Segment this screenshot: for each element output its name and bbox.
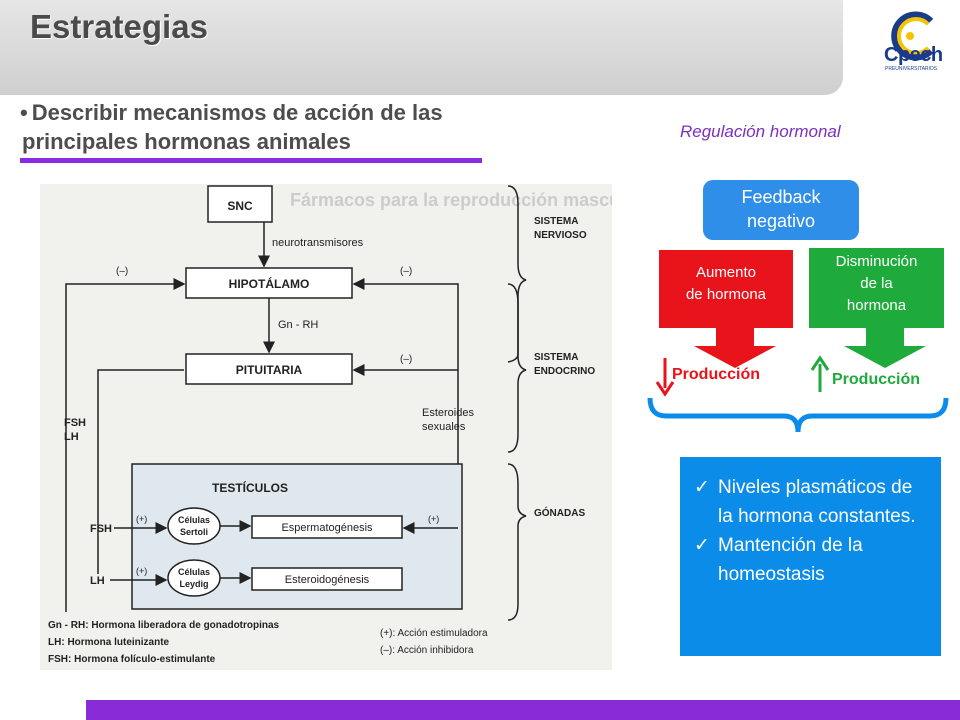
- snc-box: [207, 185, 273, 223]
- nervous-brace: [507, 185, 527, 363]
- sistema-endocrino-label-2: ENDOCRINO: [534, 366, 595, 377]
- esteroidogenesis-box: [251, 567, 403, 591]
- decrease-line-1: Disminución: [835, 253, 918, 270]
- endocrine-brace: [507, 283, 527, 453]
- leydig-label-2: Leydig: [179, 579, 208, 589]
- figure-faded-header: Fármacos para la reproducción masculina: [290, 190, 612, 210]
- decrease-line-2: de la: [860, 275, 893, 292]
- leydig-label-1: Células: [178, 567, 210, 577]
- pituitaria-label: PITUITARIA: [236, 363, 303, 377]
- minus-label-1: (–): [116, 266, 128, 277]
- bullet-icon: •: [20, 100, 28, 125]
- hormonal-axis-figure: Fármacos para la reproducción masculina …: [40, 184, 612, 670]
- plus-label-3: (+): [428, 514, 439, 524]
- legend-line-1: Gn - RH: Hormona liberadora de gonadotro…: [48, 620, 280, 631]
- bottom-accent-bar: [86, 700, 960, 720]
- feedback-negative-box: Feedback negativo: [703, 180, 859, 240]
- snc-label: SNC: [227, 199, 253, 213]
- esteroidogenesis-label: Esteroidogénesis: [285, 574, 370, 586]
- objective-text: •Describir mecanismos de acción de las p…: [20, 98, 443, 156]
- plus-label-2: (+): [136, 566, 147, 576]
- flow-arrows: [647, 328, 949, 433]
- check-icon: ✓: [694, 477, 710, 498]
- esteroides-label-1: Esteroides: [422, 407, 474, 419]
- gnrh-label: Gn - RH: [278, 319, 318, 331]
- result-box: ✓ Niveles plasmáticos de la hormona cons…: [680, 457, 941, 656]
- objective-underline: [20, 158, 482, 163]
- legend-right-1: (+): Acción estimuladora: [380, 628, 488, 639]
- minus-label-2: (–): [400, 266, 412, 277]
- neurotransmisores-label: neurotransmisores: [272, 237, 364, 249]
- right-outer-loop: [352, 278, 459, 484]
- feedback-title-line-2: negativo: [746, 211, 816, 231]
- pituitaria-box: [185, 353, 353, 385]
- logo-name: Cpech: [884, 44, 943, 66]
- sistema-nervioso-label-1: SISTEMA: [534, 216, 578, 227]
- legend-right-2: (–): Acción inhibidora: [380, 645, 474, 656]
- fsh-lh-label-1: FSH: [64, 417, 86, 429]
- fsh-lh-label-2: LH: [64, 431, 79, 443]
- production-down-label: Producción: [672, 366, 761, 383]
- plus-label-1: (+): [136, 514, 147, 524]
- green-down-arrow-icon: [844, 328, 926, 368]
- increase-line-2: de hormona: [685, 286, 767, 303]
- logo-subtitle: PREUNIVERSITARIOS: [885, 66, 938, 72]
- sertoli-cell: [167, 507, 221, 545]
- objective-line-1: Describir mecanismos de acción de las: [31, 100, 443, 125]
- fsh-label: FSH: [90, 523, 112, 535]
- sertoli-label-2: Sertoli: [180, 527, 208, 537]
- cpech-logo-icon: [891, 11, 934, 61]
- sertoli-label-1: Células: [178, 515, 210, 525]
- result-item: ✓ Mantención de la homeostasis: [694, 531, 931, 589]
- title-banner: Estrategias: [0, 0, 843, 95]
- hipotalamo-box: [185, 267, 353, 299]
- red-down-arrow-icon: [694, 328, 776, 368]
- result-item-2: Mantención de la homeostasis: [718, 535, 863, 585]
- regulation-label: Regulación hormonal: [680, 122, 841, 141]
- summary-brace: [647, 397, 949, 433]
- left-outer-loop: [65, 278, 186, 612]
- gonads-brace: [507, 463, 527, 621]
- gonadas-label: GÓNADAS: [534, 506, 585, 519]
- increase-line-1: Aumento: [695, 264, 757, 281]
- espermatogenesis-label: Espermatogénesis: [281, 522, 373, 534]
- decrease-line-3: hormona: [846, 297, 907, 314]
- espermatogenesis-box: [251, 515, 403, 539]
- result-item: ✓ Niveles plasmáticos de la hormona cons…: [694, 473, 931, 531]
- objective-line-2: principales hormonas animales: [22, 129, 351, 154]
- production-up-label: Producción: [832, 371, 921, 388]
- minus-label-3: (–): [400, 354, 412, 365]
- sistema-endocrino-label-1: SISTEMA: [534, 352, 578, 363]
- legend-line-3: FSH: Hormona folículo-estimulante: [48, 654, 216, 665]
- testiculos-label: TESTÍCULOS: [212, 480, 288, 495]
- hipotalamo-label: HIPOTÁLAMO: [229, 276, 310, 291]
- leydig-cell: [167, 559, 221, 597]
- legend-line-2: LH: Hormona luteinizante: [48, 637, 170, 648]
- esteroides-label-2: sexuales: [422, 421, 466, 433]
- result-item-1: Niveles plasmáticos de la hormona consta…: [718, 477, 916, 527]
- sistema-nervioso-label-2: NERVIOSO: [534, 230, 587, 241]
- check-icon: ✓: [694, 535, 710, 556]
- feedback-title-line-1: Feedback: [741, 187, 821, 207]
- increase-hormone-box: Aumento de hormona: [659, 250, 793, 328]
- decrease-hormone-box: Disminución de la hormona: [809, 248, 944, 328]
- left-inner-loop: [97, 369, 184, 574]
- lh-label: LH: [90, 575, 105, 587]
- page-title: Estrategias: [30, 8, 208, 45]
